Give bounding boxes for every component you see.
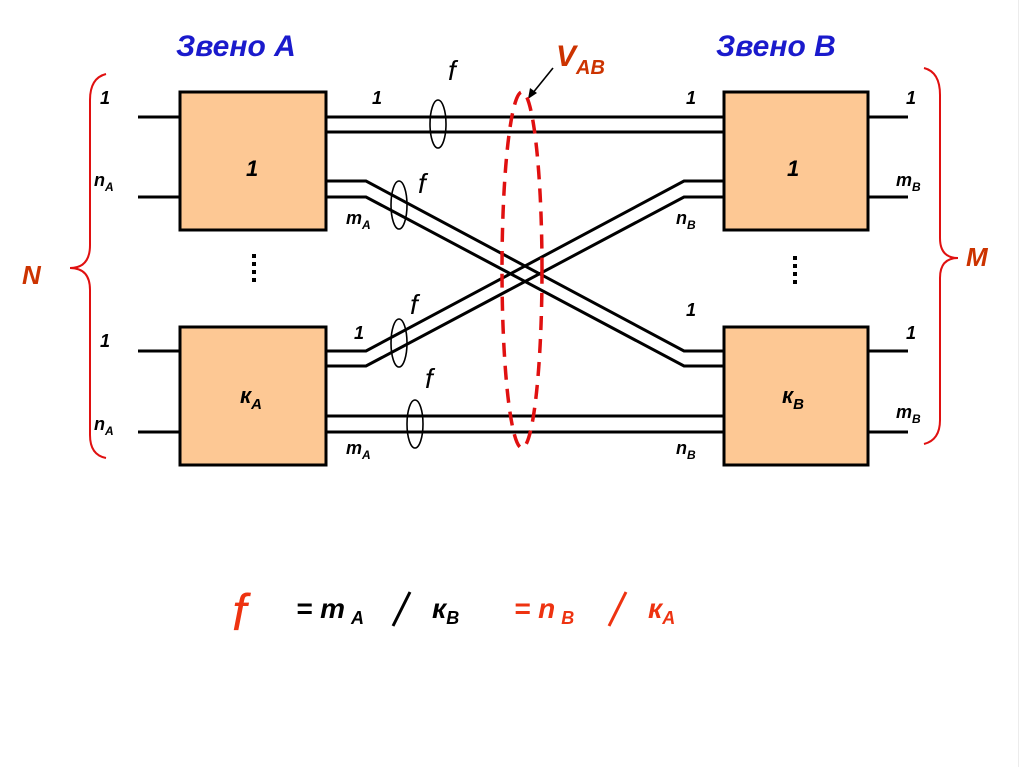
port-label-ak-out-m: mA bbox=[346, 438, 371, 462]
cut-vab-oval bbox=[500, 90, 544, 450]
port-label-bk-in-n: nB bbox=[676, 438, 696, 462]
right-brace-label: M bbox=[966, 242, 989, 272]
port-label-b1-out-m: mB bbox=[896, 170, 921, 194]
stage-a-title: Звено A bbox=[176, 30, 296, 63]
switch-a1 bbox=[178, 90, 328, 232]
right-brace bbox=[923, 67, 959, 445]
formula-slash-1 bbox=[391, 591, 412, 627]
port-label-ak-n: nA bbox=[94, 414, 114, 438]
left-brace bbox=[69, 73, 107, 459]
switch-a1-label: 1 bbox=[246, 156, 258, 181]
port-label-ak-1: 1 bbox=[100, 331, 110, 351]
switch-b1-label: 1 bbox=[787, 156, 799, 181]
cut-label: VAB bbox=[556, 40, 605, 79]
link-ak-b1-lower bbox=[326, 195, 724, 368]
bundle-label-top: f bbox=[448, 55, 459, 86]
port-label-bk-out-1: 1 bbox=[906, 323, 916, 343]
port-label-a1-out-m: mA bbox=[346, 208, 371, 232]
port-label-a1-1: 1 bbox=[100, 88, 110, 108]
ellipsis-a bbox=[252, 254, 256, 282]
bundle-label-ak-cross: f bbox=[410, 289, 421, 320]
bundle-ring-ak-cross bbox=[390, 318, 408, 368]
port-label-bk-in-1: 1 bbox=[686, 300, 696, 320]
left-brace-label: N bbox=[22, 260, 42, 290]
bundle-label-bottom: f bbox=[425, 363, 436, 394]
switch-ak-label: кA bbox=[240, 383, 262, 413]
stage-b-title: Звено B bbox=[716, 30, 836, 63]
switch-bk-label: кB bbox=[782, 383, 804, 413]
port-label-bk-out-m: mB bbox=[896, 402, 921, 426]
formula-k-2: кA bbox=[648, 593, 675, 628]
port-label-ak-out-1: 1 bbox=[354, 323, 364, 343]
bundle-ring-bottom bbox=[406, 399, 424, 449]
switch-ak bbox=[178, 325, 328, 467]
ellipsis-b bbox=[793, 256, 797, 284]
arrow-head-icon bbox=[528, 88, 537, 99]
port-label-b1-in-1: 1 bbox=[686, 88, 696, 108]
formula-f: f bbox=[232, 584, 251, 642]
bundle-ring-top bbox=[429, 99, 447, 149]
cut-arrow bbox=[531, 67, 554, 95]
bundle-label-a1-cross: f bbox=[418, 168, 429, 199]
switch-b1 bbox=[722, 90, 870, 232]
slide-edge bbox=[1018, 0, 1019, 767]
formula-k-1: кB bbox=[432, 593, 459, 628]
port-label-b1-in-n: nB bbox=[676, 208, 696, 232]
port-label-b1-out-1: 1 bbox=[906, 88, 916, 108]
port-label-a1-n: nA bbox=[94, 170, 114, 194]
switch-bk bbox=[722, 325, 870, 467]
formula-slash-2 bbox=[607, 591, 628, 627]
bundle-ring-a1-cross bbox=[390, 180, 408, 230]
link-ak-b1-upper bbox=[326, 179, 724, 353]
port-label-a1-out-1: 1 bbox=[372, 88, 382, 108]
